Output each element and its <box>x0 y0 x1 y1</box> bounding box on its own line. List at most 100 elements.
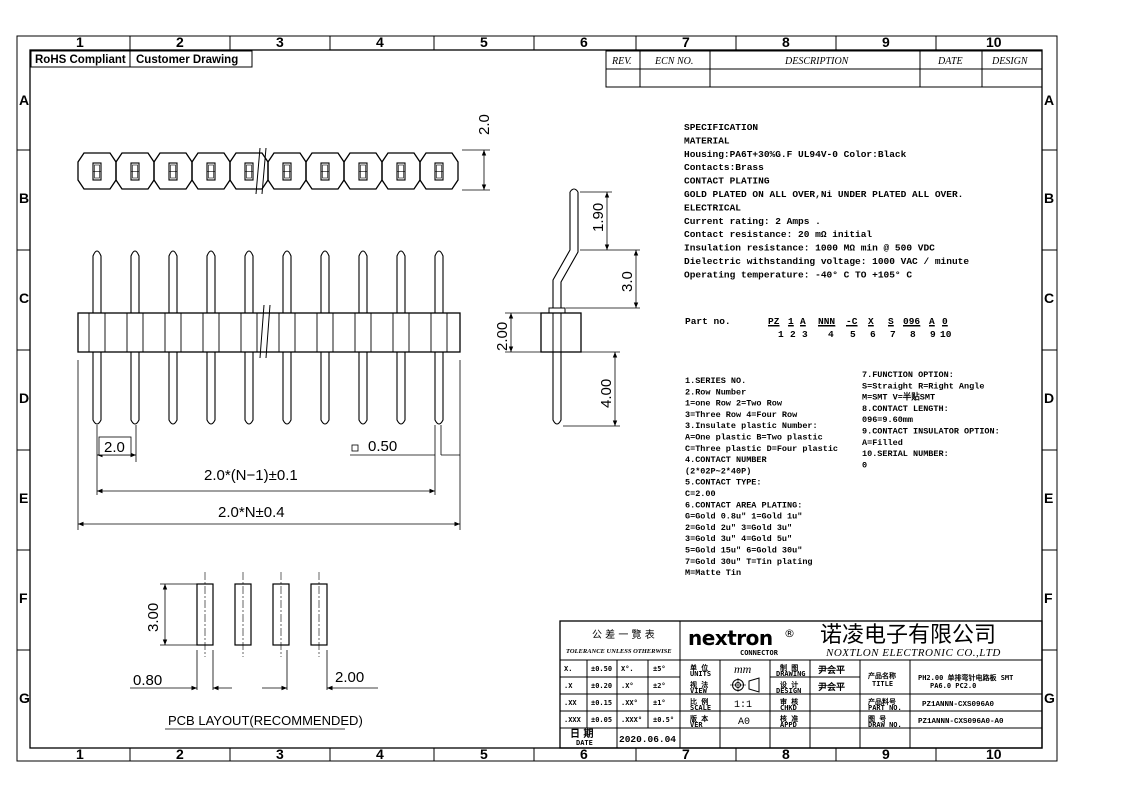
company-name-cn: 诺凌电子有限公司 <box>820 623 996 648</box>
zone-col-bottom-1: 1 <box>76 746 84 762</box>
logo-subtitle: CONNECTOR <box>740 649 779 657</box>
pin-collar <box>240 312 258 353</box>
pin-upper <box>92 250 102 313</box>
note-right-line: 10.SERIAL NUMBER: <box>862 449 949 459</box>
zone-col-top-5: 5 <box>480 34 488 50</box>
part-code: NNN <box>818 316 835 327</box>
note-right-line: M=SMT V=半贴SMT <box>862 392 935 403</box>
part-index: 7 <box>890 329 896 340</box>
revision-table: REV. ECN NO. DESCRIPTION DATE DESIGN <box>605 50 1043 88</box>
part-code: PZ <box>768 316 780 327</box>
pin-lower <box>244 352 254 425</box>
tolerance-cell: ±0.05 <box>591 716 612 724</box>
pcb-width-dim: 0.80 <box>133 672 162 689</box>
view-sub: VIEW <box>690 687 708 695</box>
tolerance-cell: ±0.15 <box>591 699 612 707</box>
ver-value: A0 <box>738 717 750 728</box>
note-left-line: (2*02P~2*40P) <box>685 466 751 476</box>
tolerance-cell: ±0.20 <box>591 682 612 690</box>
zone-col-top-6: 6 <box>580 34 588 50</box>
tolerance-cell: ±0.50 <box>591 665 612 673</box>
break-line <box>255 147 261 195</box>
pin-collar <box>126 312 144 353</box>
tolerance-cell: X. <box>564 665 572 673</box>
part-code: X <box>868 316 874 327</box>
front-dimensions <box>77 360 461 530</box>
part-index: 9 <box>930 329 936 340</box>
housing-cell <box>305 152 345 190</box>
pin-upper <box>282 250 292 313</box>
zone-col-bottom-9: 9 <box>882 746 890 762</box>
pin-upper <box>168 250 178 313</box>
zone-row-left-F: F <box>19 590 28 606</box>
ver-sub: VER <box>690 721 703 729</box>
dwg-value: PZ1ANNN-CXS096A0-A0 <box>918 718 1004 726</box>
zone-row-left-B: B <box>19 190 29 206</box>
pcb-pitch-dim: 2.00 <box>335 669 364 686</box>
housing-cell <box>229 152 269 190</box>
tolerance-cell: ±2° <box>653 682 666 690</box>
note-right-line: A=Filled <box>862 438 903 448</box>
pin-upper <box>434 250 444 313</box>
scale-sub: SCALE <box>690 704 711 712</box>
tolerance-title: 公 差 一 覽 表 <box>592 628 655 641</box>
part-index: 6 <box>870 329 876 340</box>
part-index: 5 <box>850 329 856 340</box>
view-label: 视 法 <box>690 680 708 689</box>
rev-header: REV. <box>611 56 632 67</box>
inner-border <box>29 49 1043 749</box>
zone-col-top-2: 2 <box>176 34 184 50</box>
design-name: 尹会平 <box>818 681 845 693</box>
pin-lower <box>206 352 216 425</box>
zone-row-left-C: C <box>19 290 29 306</box>
pin-lower <box>130 352 140 425</box>
zone-col-top-10: 10 <box>986 34 1002 50</box>
tolerance-cell: .XXX <box>564 716 582 724</box>
spec-line: Insulation resistance: 1000 MΩ min @ 500… <box>684 243 935 254</box>
spec-line: Dielectric withstanding voltage: 1000 VA… <box>684 256 969 267</box>
dwg-sub: DRAW NO. <box>868 721 902 729</box>
tolerance-cell: .XXX° <box>621 716 642 724</box>
zone-col-bottom-7: 7 <box>682 746 690 762</box>
approve-sub: APPD <box>780 721 797 729</box>
tolerance-cell: .X <box>564 682 573 690</box>
side-top-dim: 1.90 <box>590 203 607 232</box>
note-right-line: 096=9.60mm <box>862 415 913 425</box>
spec-line: MATERIAL <box>684 135 730 146</box>
housing-cell <box>191 152 231 190</box>
pin-lower <box>320 352 330 425</box>
date-sub: DATE <box>576 739 593 747</box>
zone-row-left-A: A <box>19 92 29 108</box>
note-left-line: 1.SERIES NO. <box>685 376 746 386</box>
pin-collar <box>354 312 372 353</box>
customer-drawing-badge: Customer Drawing <box>136 54 238 66</box>
note-right-line: S=Straight R=Right Angle <box>862 381 984 391</box>
pcb-height-dim: 3.00 <box>145 603 162 632</box>
note-right-line: 7.FUNCTION OPTION: <box>862 370 954 380</box>
nextron-logo: nextron <box>688 626 773 650</box>
housing-cell <box>267 152 307 190</box>
design-label: 设 计 <box>780 680 798 689</box>
part-index: 10 <box>940 329 952 340</box>
zone-col-top-8: 8 <box>782 34 790 50</box>
zone-row-left-E: E <box>19 490 28 506</box>
tolerance-subtitle: TOLERANCE UNLESS OTHERWISE <box>566 648 672 655</box>
pin-lower <box>282 352 292 425</box>
note-left-line: 3=Gold 3u" 4=Gold 5u" <box>685 534 792 544</box>
spec-line: Housing:PA6T+30%G.F UL94V-0 Color:Black <box>684 149 907 160</box>
part-sub: PART NO. <box>868 704 902 712</box>
part-code: A <box>929 316 935 327</box>
tolerance-cell: .XX° <box>621 699 638 707</box>
scale-label: 比 例 <box>690 697 708 706</box>
note-left-line: 3=Three Row 4=Four Row <box>685 410 798 420</box>
part-label: 产品料号 <box>868 697 896 706</box>
note-right-line: 9.CONTACT INSULATOR OPTION: <box>862 427 1000 437</box>
projection-icon <box>730 677 760 693</box>
units-sub: UNITS <box>690 670 711 678</box>
design-sub: DESIGN <box>776 687 801 695</box>
top-view <box>77 147 459 195</box>
zone-row-right-B: B <box>1044 190 1054 206</box>
